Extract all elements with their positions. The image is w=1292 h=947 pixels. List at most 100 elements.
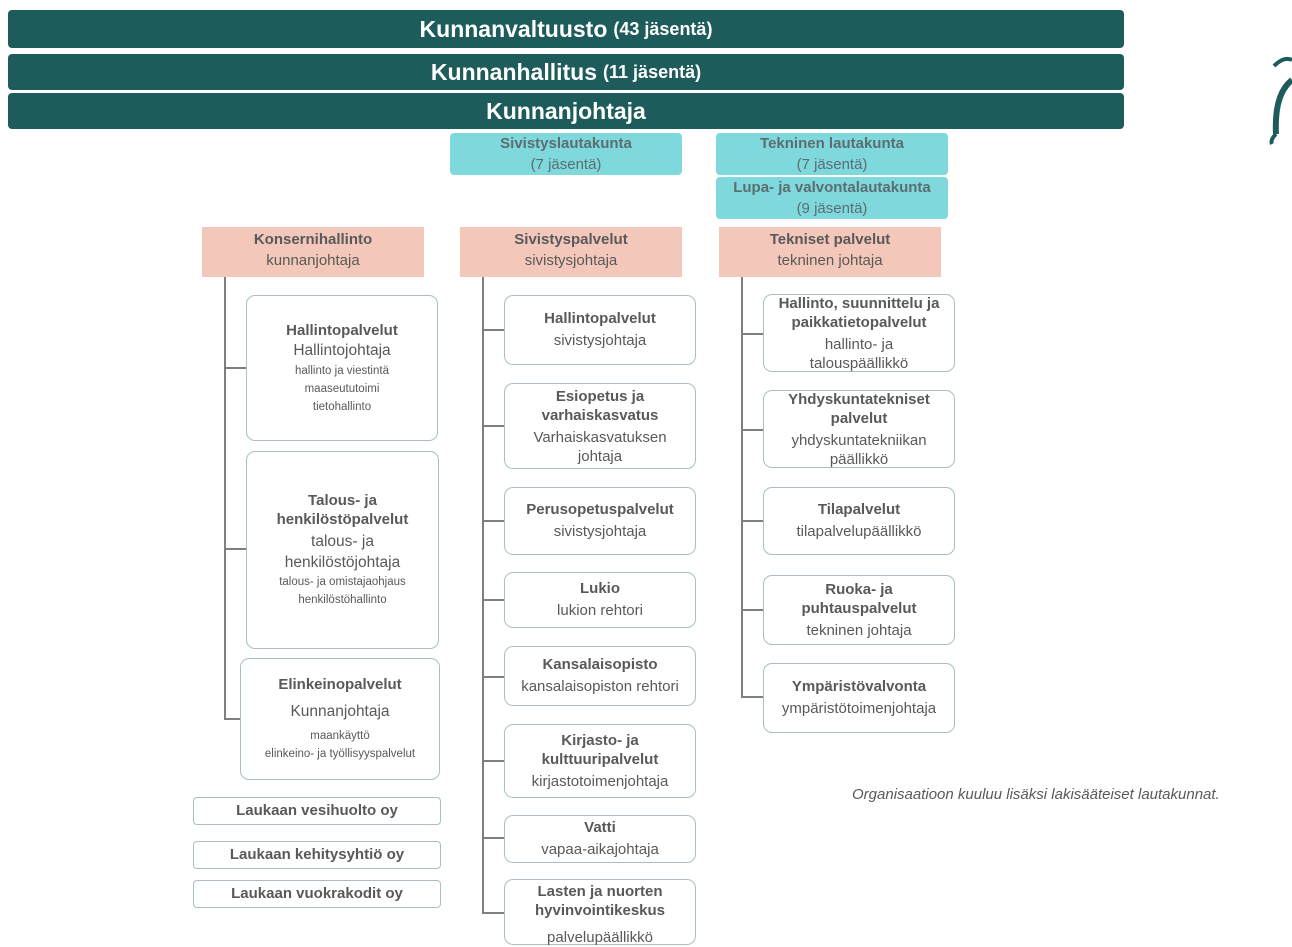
unit-title: Ympäristövalvonta [791, 678, 927, 695]
connector-konserni-h2 [224, 548, 247, 550]
unit-hallintopalvelut: Hallintopalvelut Hallintojohtaja hallint… [246, 295, 438, 441]
council-members: (43 jäsentä) [613, 18, 713, 39]
committee-sivistys-members: (7 jäsentä) [530, 156, 602, 173]
unit-lanu-keskus: Lasten ja nuorten hyvinvointikeskus palv… [504, 879, 696, 946]
dept-tekniset: Tekniset palvelut tekninen johtaja [719, 227, 941, 277]
unit-title: Lukio [580, 580, 620, 597]
unit-title: Yhdyskuntatekniset [788, 390, 930, 408]
unit-head: johtaja [577, 447, 623, 465]
manager-title: Kunnanjohtaja [486, 97, 646, 124]
committee-sivistys: Sivistyslautakunta (7 jäsentä) [450, 133, 682, 175]
committee-lupa-members: (9 jäsentä) [796, 200, 868, 217]
unit-title: Lasten ja nuorten [537, 883, 663, 900]
connector-sivistys-h2 [482, 425, 505, 427]
company-vuokrakodit: Laukaan vuokrakodit oy [193, 880, 441, 908]
unit-ymparistovalvonta: Ympäristövalvonta ympäristötoimenjohtaja [763, 663, 955, 733]
connector-tekniset-h3 [741, 520, 764, 522]
unit-detail: hallinto ja viestintä [295, 364, 389, 377]
unit-head: Kunnanjohtaja [290, 703, 390, 720]
unit-head: kansalaisopiston rehtori [521, 678, 679, 695]
unit-title: Perusopetuspalvelut [526, 501, 674, 518]
committee-tekninen-members: (7 jäsentä) [796, 156, 868, 173]
unit-head: yhdyskuntatekniikan [791, 431, 927, 449]
unit-title: Elinkeinopalvelut [278, 676, 402, 693]
dept-tekniset-title: Tekniset palvelut [769, 231, 891, 248]
unit-title: Hallinto, suunnittelu ja [778, 294, 940, 312]
unit-title: henkilöstöpalvelut [276, 511, 409, 528]
unit-head: Hallintojohtaja [293, 341, 391, 359]
unit-head: hallinto- ja [824, 335, 894, 353]
unit-esiopetus: Esiopetus ja varhaiskasvatus Varhaiskasv… [504, 383, 696, 469]
unit-detail: tietohallinto [312, 400, 372, 413]
unit-head: päällikkö [829, 450, 889, 468]
committee-sivistys-title: Sivistyslautakunta [500, 135, 632, 152]
connector-tekniset-h1 [741, 333, 764, 335]
footnote: Organisaatioon kuuluu lisäksi lakisäätei… [852, 786, 1220, 803]
unit-head: talouspäällikkö [809, 354, 909, 372]
unit-head: henkilöstöjohtaja [284, 554, 401, 571]
unit-kirjasto: Kirjasto- ja kulttuuripalvelut kirjastot… [504, 724, 696, 798]
connector-tekniset-h4 [741, 609, 764, 611]
unit-head: kirjastotoimenjohtaja [531, 773, 669, 790]
company-kehitysyhtio: Laukaan kehitysyhtiö oy [193, 841, 441, 869]
unit-title: Talous- ja [308, 492, 377, 509]
unit-talous-henkilosto: Talous- ja henkilöstöpalvelut talous- ja… [246, 451, 439, 649]
unit-title: Esiopetus ja [555, 387, 645, 405]
unit-head: lukion rehtori [557, 602, 643, 619]
unit-head: tekninen johtaja [806, 622, 912, 639]
unit-tekniset-hallinto: Hallinto, suunnittelu ja paikkatietopalv… [763, 294, 955, 372]
unit-ruoka-puhtaus: Ruoka- ja puhtauspalvelut tekninen johta… [763, 575, 955, 645]
connector-sivistys-h6 [482, 760, 505, 762]
board-members: (11 jäsentä) [603, 61, 702, 82]
unit-title: Kansalaisopisto [542, 656, 658, 673]
unit-head: talous- ja [311, 533, 374, 550]
unit-elinkeinopalvelut: Elinkeinopalvelut Kunnanjohtaja maankäyt… [240, 658, 440, 780]
unit-title: hyvinvointikeskus [534, 902, 666, 919]
dept-sivistys-title: Sivistyspalvelut [514, 231, 628, 248]
dept-konserni: Konsernihallinto kunnanjohtaja [202, 227, 424, 277]
connector-sivistys-h8 [482, 912, 505, 914]
unit-title: Hallintopalvelut [544, 310, 656, 327]
connector-sivistys-h4 [482, 599, 505, 601]
unit-head: sivistysjohtaja [553, 332, 647, 349]
committee-lupa: Lupa- ja valvontalautakunta (9 jäsentä) [716, 177, 948, 219]
unit-title: paikkatietopalvelut [791, 313, 927, 331]
connector-tekniset-h2 [741, 429, 764, 431]
unit-head: ympäristötoimenjohtaja [781, 700, 937, 717]
connector-konserni-h3 [224, 718, 241, 720]
unit-vatti: Vatti vapaa-aikajohtaja [504, 815, 696, 863]
board-title: Kunnanhallitus [430, 58, 598, 85]
connector-tekniset-vertical [741, 277, 743, 697]
unit-detail: talous- ja omistajaohjaus [279, 576, 406, 588]
council-title: Kunnanvaltuusto [419, 15, 608, 42]
unit-head: palvelupäällikkö [547, 929, 653, 946]
council-bar: Kunnanvaltuusto (43 jäsentä) [8, 10, 1124, 48]
dept-konserni-title: Konsernihallinto [253, 231, 373, 248]
connector-tekniset-h5 [741, 696, 764, 698]
connector-konserni-h1 [224, 367, 247, 369]
committee-lupa-title: Lupa- ja valvontalautakunta [733, 179, 931, 196]
unit-title: Kirjasto- ja [561, 732, 639, 749]
unit-title: Ruoka- ja [825, 581, 893, 598]
unit-title: Tilapalvelut [817, 501, 901, 518]
connector-konserni-vertical [224, 277, 226, 719]
unit-lukio: Lukio lukion rehtori [504, 572, 696, 628]
committee-tekninen: Tekninen lautakunta (7 jäsentä) [716, 133, 948, 175]
connector-sivistys-vertical [482, 277, 484, 914]
unit-title: Vatti [584, 819, 616, 836]
board-bar: Kunnanhallitus (11 jäsentä) [8, 54, 1124, 90]
committee-tekninen-title: Tekninen lautakunta [760, 135, 904, 152]
unit-head: Varhaiskasvatuksen [533, 428, 667, 446]
manager-bar: Kunnanjohtaja [8, 93, 1124, 129]
laukaa-logo-icon [1269, 56, 1292, 145]
unit-sivistys-hallinto: Hallintopalvelut sivistysjohtaja [504, 295, 696, 365]
unit-detail: henkilöstöhallinto [298, 594, 387, 606]
unit-perusopetus: Perusopetuspalvelut sivistysjohtaja [504, 487, 696, 555]
unit-yhdyskuntatekniikka: Yhdyskuntatekniset palvelut yhdyskuntate… [763, 390, 955, 468]
unit-detail: elinkeino- ja työllisyyspalvelut [264, 748, 416, 760]
dept-konserni-head: kunnanjohtaja [266, 252, 360, 269]
unit-head: tilapalvelupäällikkö [796, 523, 922, 540]
unit-detail: maaseututoimi [304, 382, 380, 395]
unit-head: vapaa-aikajohtaja [541, 841, 659, 858]
connector-sivistys-h5 [482, 676, 505, 678]
